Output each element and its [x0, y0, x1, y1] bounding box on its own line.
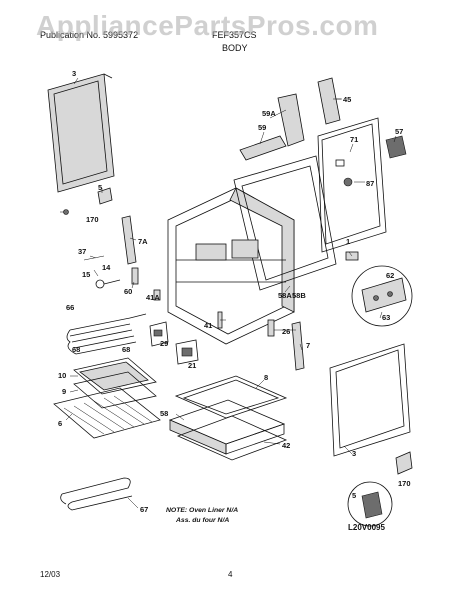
callout: 68 [72, 345, 80, 354]
callout: 5 [352, 491, 356, 500]
back-panel-71 [317, 117, 387, 253]
callout: 59 [258, 123, 266, 132]
callout: 7 [306, 341, 310, 350]
part-60 [131, 267, 139, 285]
callout: 1 [346, 237, 350, 246]
callout: 9 [62, 387, 66, 396]
drawer-42 [176, 415, 288, 461]
broiler-pan-10 [73, 357, 157, 395]
side-panel-left [47, 73, 115, 193]
side-panel-right [329, 343, 411, 457]
callout: 26 [282, 327, 290, 336]
note-line-1: NOTE: Oven Liner N/A [166, 507, 238, 514]
callout: 37 [78, 247, 86, 256]
screw-5 [60, 209, 69, 215]
sensor-15 [95, 279, 121, 289]
callout: 3 [72, 69, 76, 78]
detail-circle-5 [347, 481, 393, 527]
callout: 170 [398, 479, 411, 488]
hinge-7a [121, 215, 137, 265]
callout: 15 [82, 270, 90, 279]
callout: 68 [122, 345, 130, 354]
bracket-59 [239, 135, 287, 161]
callout: 58A [278, 291, 292, 300]
top-bracket-45 [317, 77, 342, 125]
callout: 63 [382, 313, 390, 322]
diagram-code: L20V0095 [348, 523, 385, 532]
callout: 7A [138, 237, 148, 246]
callout: 41 [204, 321, 212, 330]
part-41a [153, 289, 161, 301]
bake-element-67 [60, 477, 133, 511]
footer-date: 12/03 [40, 570, 61, 579]
leader-lines [65, 77, 397, 509]
callout: 57 [395, 127, 403, 136]
callout: 62 [386, 271, 394, 280]
screw-170 [97, 187, 113, 205]
callout: 170 [86, 215, 99, 224]
callout: 21 [188, 361, 196, 370]
callout: 66 [66, 303, 74, 312]
part-26 [267, 319, 275, 337]
callout: 41A [146, 293, 160, 302]
drawer-panel-8 [174, 375, 288, 419]
model-number: FEF357CS [212, 30, 257, 40]
broil-element [66, 313, 147, 355]
bracket-59a [277, 93, 305, 147]
callout: 58B [292, 291, 306, 300]
note-line-2: Ass. du four N/A [175, 517, 229, 524]
callout: 14 [102, 263, 111, 272]
part-21 [175, 339, 199, 365]
callout: 5 [98, 183, 102, 192]
section-title: BODY [222, 43, 248, 53]
callout: 29 [160, 339, 168, 348]
callout: 59A [262, 109, 276, 118]
drawer-58 [168, 399, 286, 455]
detail-circle-62 [351, 265, 413, 327]
callout: 42 [282, 441, 290, 450]
callout: 71 [350, 135, 358, 144]
callout: 6 [58, 419, 62, 428]
callout-labels: 3 45 59A 59 71 57 87 5 170 7A 37 14 15 6… [58, 69, 411, 514]
callout: 67 [140, 505, 148, 514]
footer-page-number: 4 [228, 570, 233, 579]
bracket-170-right [395, 451, 413, 475]
callout: 8 [264, 373, 268, 382]
callout: 60 [124, 287, 132, 296]
callout: 87 [366, 179, 374, 188]
publication-number: Publication No. 5995372 [40, 30, 139, 40]
oven-body [167, 155, 337, 345]
wire-37 [83, 255, 105, 261]
watermark-logo: AppliancePartsPros.com [36, 10, 379, 41]
broiler-insert-9 [73, 371, 157, 409]
callout: 45 [343, 95, 351, 104]
callout: 10 [58, 371, 66, 380]
oven-rack-6 [53, 387, 161, 439]
callout: 58 [160, 409, 168, 418]
hinge-7 [291, 321, 305, 371]
callout: 3 [352, 449, 356, 458]
small-panel-57 [385, 135, 407, 159]
part-29 [149, 321, 169, 347]
